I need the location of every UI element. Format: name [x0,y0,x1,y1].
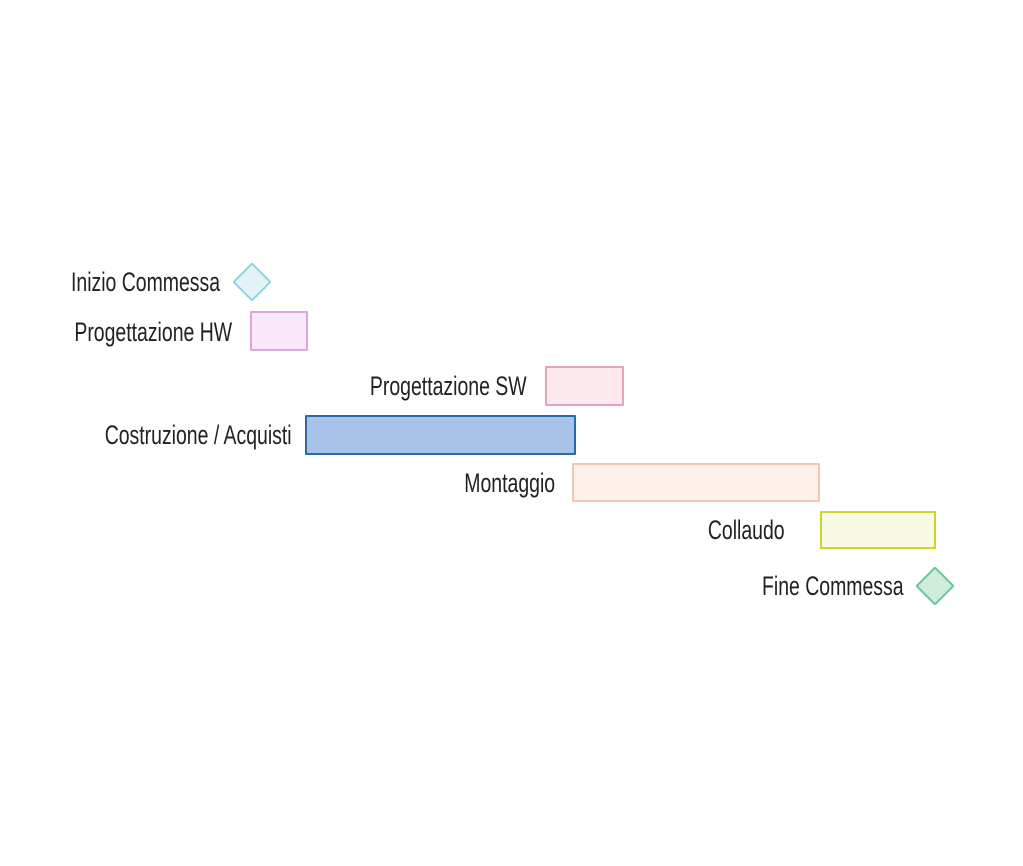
label-costruzione-acquisti: Costruzione / Acquisti [105,420,292,450]
label-fine-commessa: Fine Commessa [762,571,904,601]
label-progettazione-hw: Progettazione HW [74,317,232,347]
label-inizio-commessa: Inizio Commessa [70,267,220,297]
label-montaggio: Montaggio [464,468,555,498]
task-bar-costruzione-acquisti [305,415,576,455]
milestone-end-diamond-icon [915,566,955,606]
milestone-start-diamond-icon [232,262,272,302]
task-bar-collaudo [820,511,936,549]
task-bar-progettazione-sw [545,366,624,406]
label-progettazione-sw: Progettazione SW [370,371,527,401]
label-collaudo: Collaudo [708,515,785,545]
task-bar-progettazione-hw [250,311,308,351]
task-bar-montaggio [572,463,820,502]
